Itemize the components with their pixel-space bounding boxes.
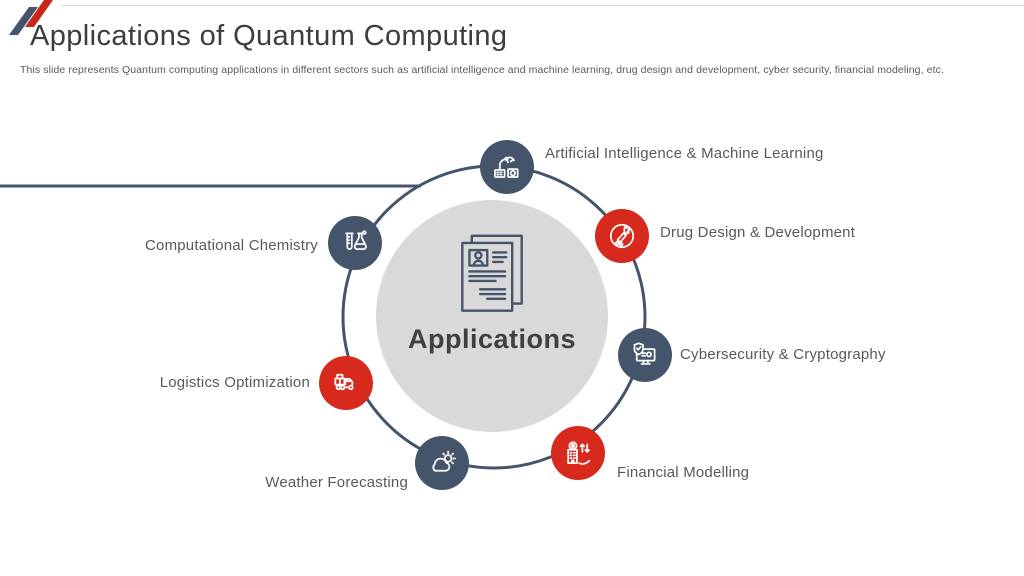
slide-title: Applications of Quantum Computing — [30, 20, 508, 52]
node-weather-forecasting — [415, 436, 469, 490]
node-cybersecurity — [618, 328, 672, 382]
drug-syringe-icon — [609, 223, 635, 249]
node-logistics-optimization — [319, 356, 373, 410]
lab-flask-icon — [345, 230, 367, 251]
label-artificial-intelligence: Artificial Intelligence & Machine Learni… — [545, 145, 824, 162]
finance-arrows-icon — [567, 441, 591, 465]
document-profile-icon — [461, 234, 523, 312]
delivery-truck-icon — [334, 373, 354, 391]
label-financial-modelling: Financial Modelling — [617, 464, 750, 481]
label-computational-chemistry: Computational Chemistry — [145, 237, 318, 254]
brand-logo-icon — [9, 0, 53, 35]
center-hub: Applications — [376, 200, 608, 432]
cloud-sun-icon — [432, 450, 456, 472]
slide-subtitle: This slide represents Quantum computing … — [20, 64, 944, 76]
center-label: Applications — [407, 324, 576, 354]
label-cybersecurity: Cybersecurity & Cryptography — [680, 346, 886, 363]
node-financial-modelling — [551, 426, 605, 480]
label-drug-design: Drug Design & Development — [660, 224, 856, 241]
label-logistics-optimization: Logistics Optimization — [159, 374, 310, 391]
shield-monitor-icon — [633, 342, 656, 365]
node-computational-chemistry — [328, 216, 382, 270]
header-rule — [62, 5, 1024, 6]
node-artificial-intelligence — [480, 140, 534, 194]
node-drug-design — [595, 209, 649, 263]
label-weather-forecasting: Weather Forecasting — [265, 474, 408, 491]
robotic-arm-icon — [494, 156, 519, 178]
